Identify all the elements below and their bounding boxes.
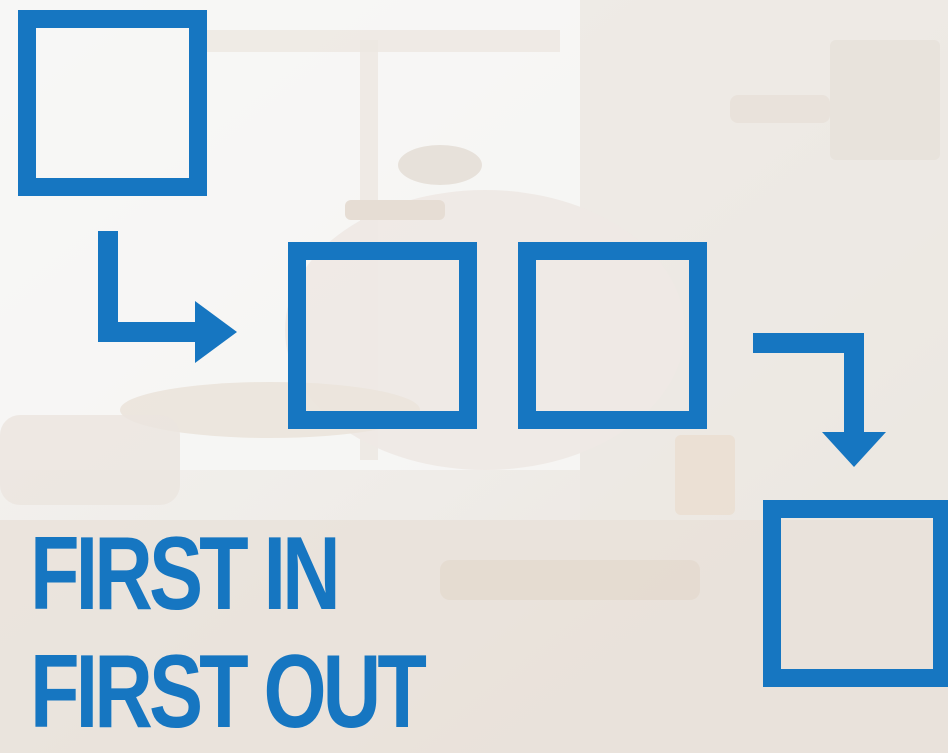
headline-line-2: FIRST OUT <box>30 640 423 744</box>
headline-line-1: FIRST IN <box>30 522 337 626</box>
